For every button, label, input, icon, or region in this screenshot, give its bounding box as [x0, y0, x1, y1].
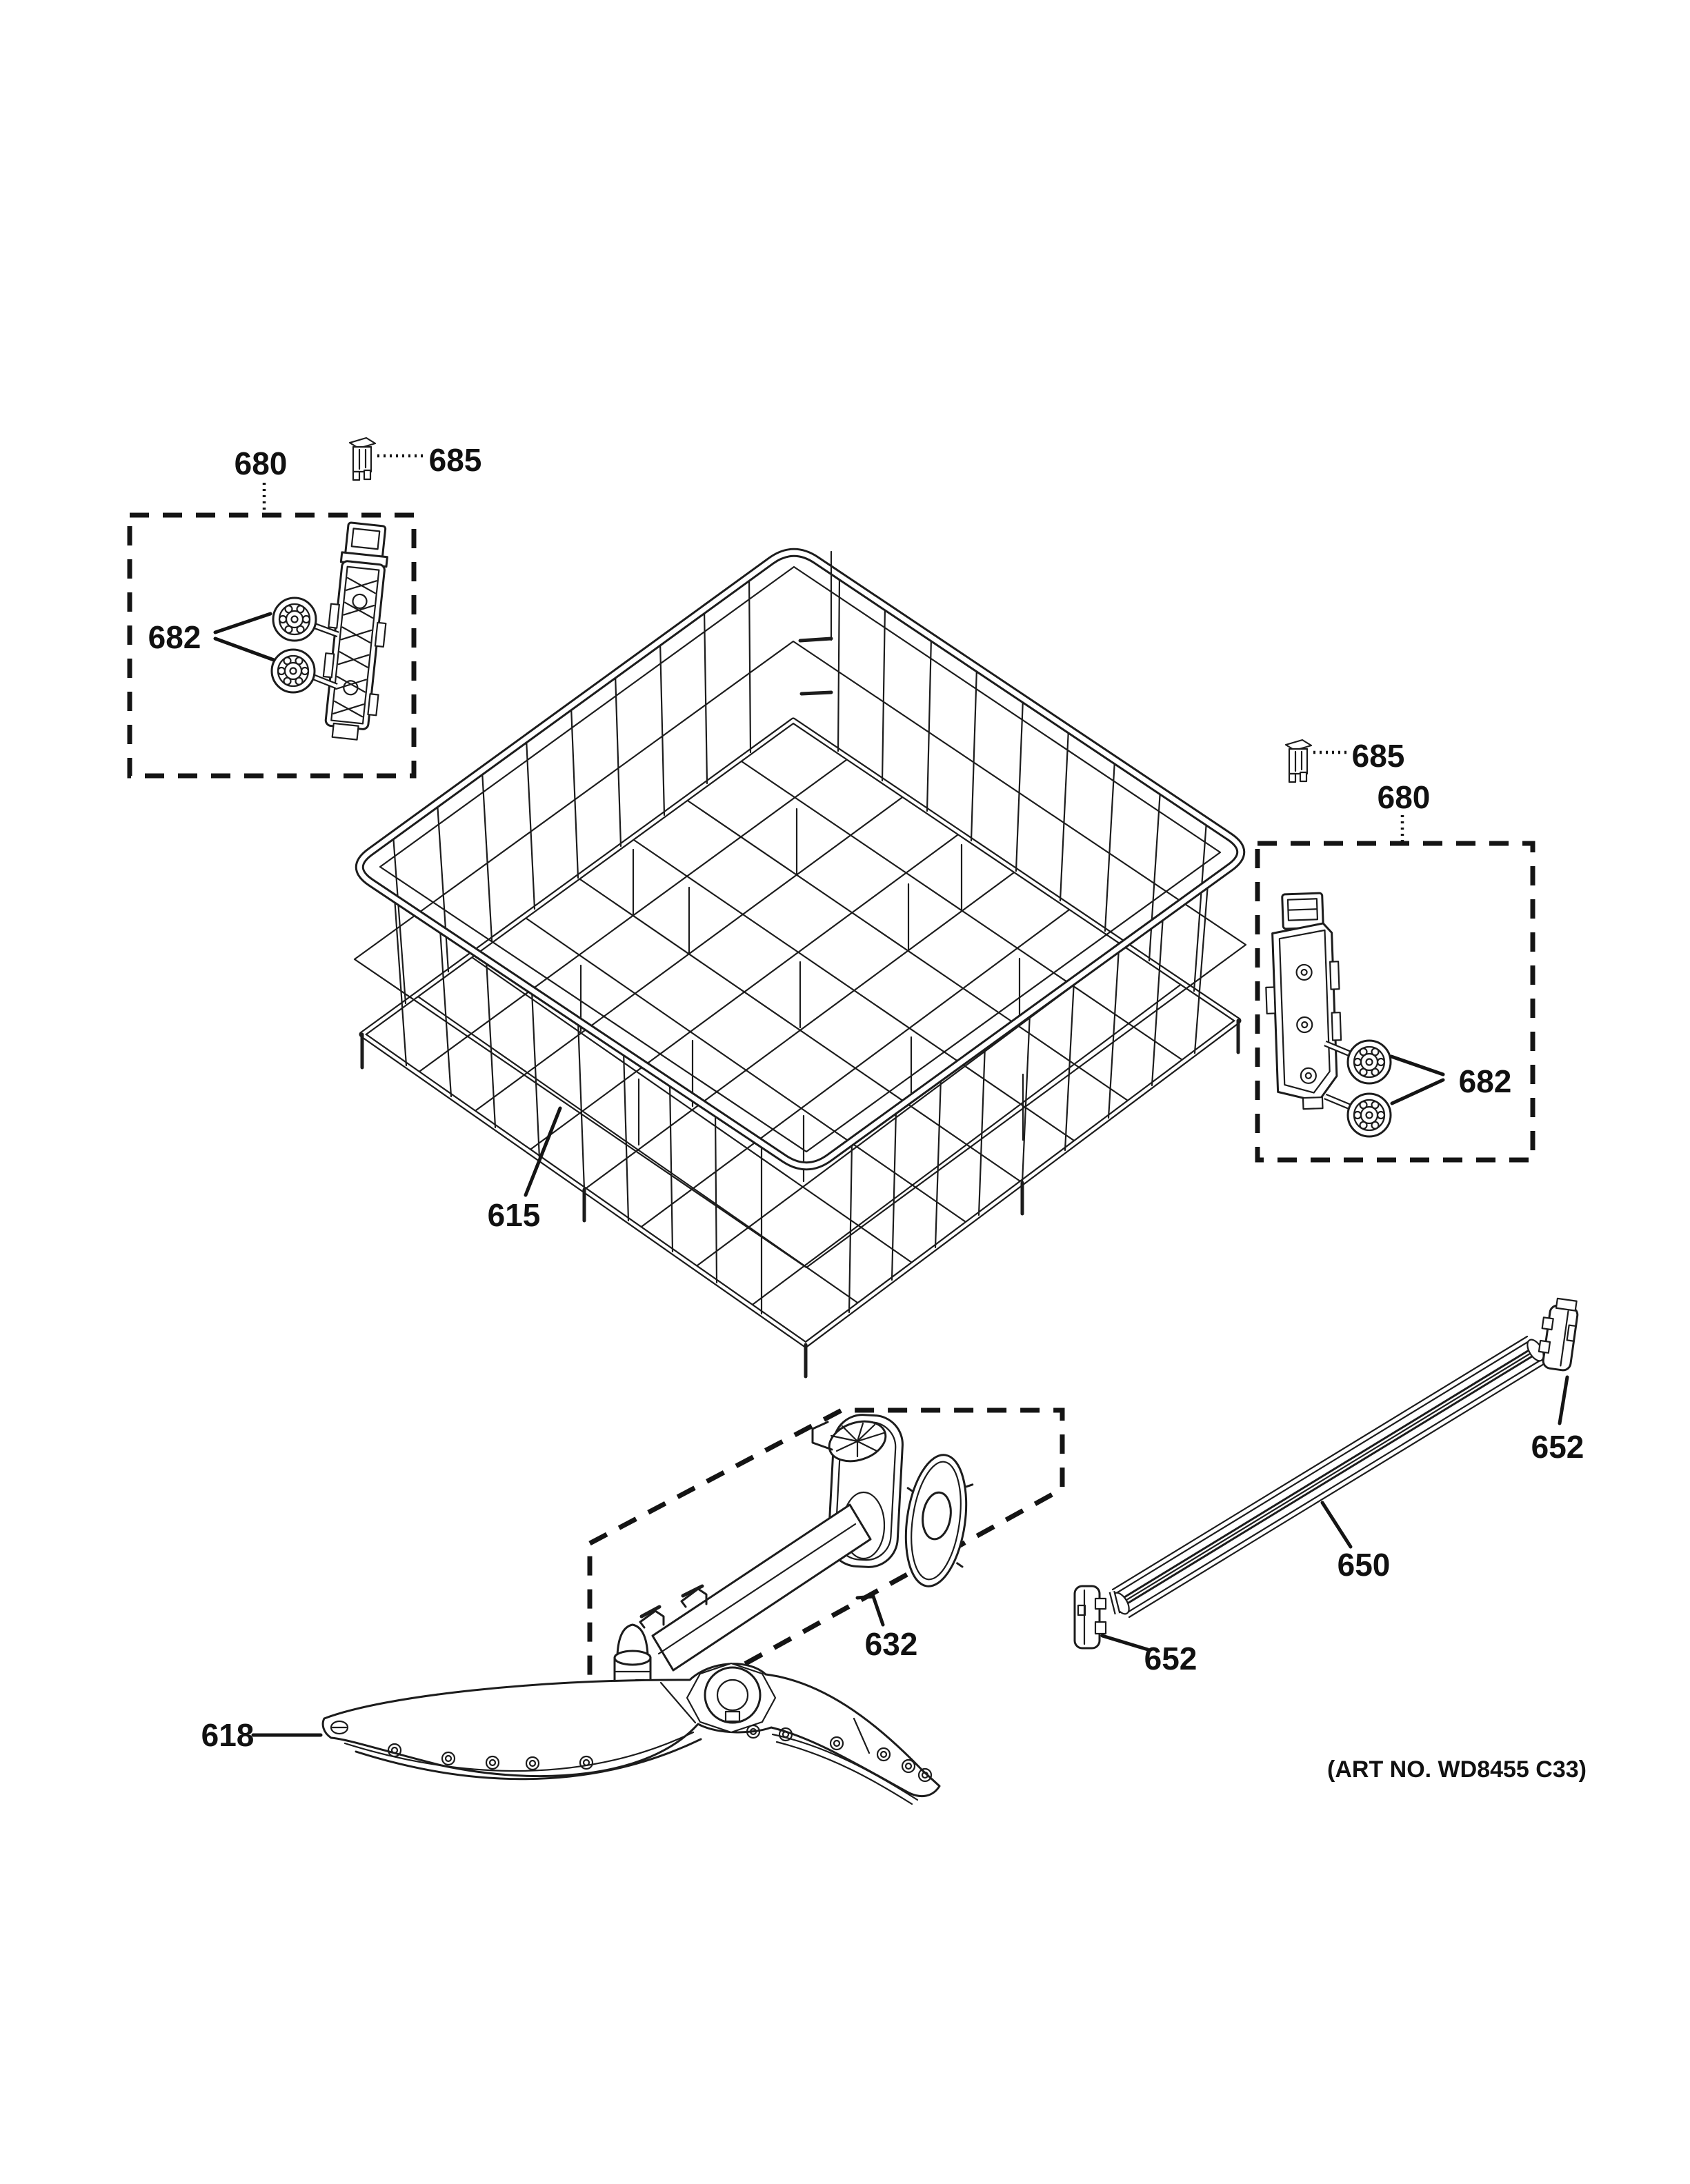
left-685-label: 685: [429, 442, 482, 478]
slide-rail: [1109, 1335, 1545, 1619]
right-adjuster-bracket: [1265, 892, 1342, 1110]
left-rack-clip-icon: [348, 437, 377, 481]
right-682-label: 682: [1459, 1063, 1512, 1099]
right-685-label: 685: [1352, 738, 1405, 774]
left-adjuster-bracket: [322, 521, 388, 741]
rack-tines: [579, 808, 1024, 1183]
615-label: 615: [488, 1197, 541, 1233]
rack-handle-pins: [798, 550, 833, 696]
632-leader: [855, 1594, 885, 1627]
spray-arm: 618: [201, 1662, 941, 1805]
632-label: 632: [865, 1626, 918, 1662]
650-label: 650: [1338, 1547, 1391, 1583]
652-top-label: 652: [1531, 1429, 1584, 1465]
left-682-leader-upper: [213, 612, 272, 634]
right-roller-upper: [1324, 1039, 1392, 1085]
650-leader: [1320, 1501, 1353, 1549]
spray-arm-hub: [686, 1662, 777, 1734]
618-label: 618: [201, 1717, 255, 1753]
rail-end-cap-bottom: [1073, 1585, 1107, 1650]
rack-mid-band: [353, 640, 1247, 1269]
slide-rail-assembly: 650 652 652: [1073, 1297, 1584, 1676]
conduit-assembly: 632: [587, 1407, 1065, 1696]
spray-arm-body: [321, 1663, 941, 1798]
rack-feet: [360, 1019, 1240, 1379]
right-rack-clip-icon: [1284, 739, 1313, 783]
left-adjuster-assembly-box: 680 685: [127, 437, 482, 779]
652-top-leader: [1558, 1375, 1569, 1425]
upper-rack-wireframe: 615: [353, 548, 1247, 1379]
rack-inner-rim: [379, 565, 1222, 1153]
rail-end-cap-top: [1538, 1297, 1579, 1372]
right-682-leader-upper: [1389, 1054, 1445, 1076]
right-adjuster-assembly-box: 680 685: [1255, 738, 1535, 1163]
right-dashed-box: [1255, 841, 1535, 1163]
left-dashed-box: [127, 512, 417, 779]
left-682-label: 682: [148, 619, 201, 655]
right-682-leader-lower: [1390, 1078, 1445, 1105]
left-roller-lower: [270, 648, 338, 694]
conduit-impeller: [811, 1420, 887, 1463]
left-roller-upper: [272, 597, 339, 642]
652-bottom-leader: [1100, 1634, 1150, 1652]
652-bottom-label: 652: [1144, 1641, 1197, 1676]
615-leader: [524, 1106, 562, 1197]
left-682-leader-lower: [213, 637, 276, 662]
spray-arm-nozzles: [387, 1724, 933, 1783]
conduit-gasket-ring: [904, 1454, 974, 1587]
left-680-label: 680: [235, 445, 288, 481]
right-680-label: 680: [1378, 779, 1431, 815]
rack-wall-wires: [392, 574, 1209, 1315]
right-roller-lower: [1324, 1092, 1392, 1138]
art-number: (ART NO. WD8455 C33): [1327, 1756, 1587, 1783]
rack-floor-frame: [359, 717, 1242, 1348]
